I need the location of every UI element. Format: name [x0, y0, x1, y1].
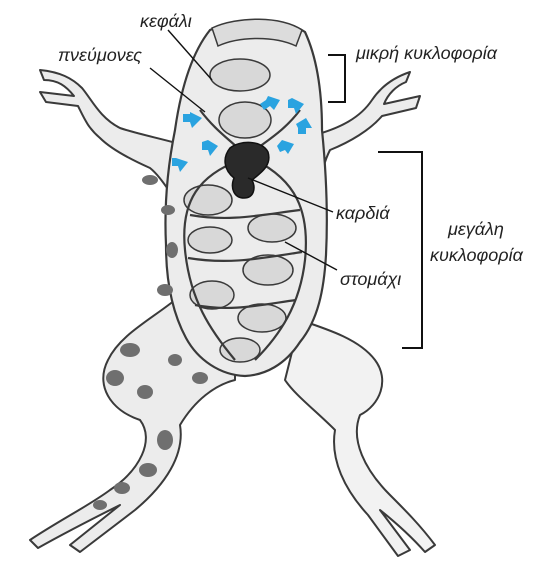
stomach-label: στομάχι — [340, 270, 401, 288]
small-circulation-bracket — [328, 55, 345, 102]
lungs-label: πνεύμονες — [58, 46, 142, 64]
small-circulation-label: μικρή κυκλοφορία — [356, 44, 497, 62]
large-circulation-label-line2: κυκλοφορία — [430, 246, 523, 264]
heart-label: καρδιά — [336, 204, 390, 222]
head-label: κεφάλι — [140, 12, 192, 30]
right-arm — [315, 72, 420, 180]
large-circulation-label-line1: μεγάλη — [448, 220, 504, 238]
right-leg — [285, 320, 435, 556]
large-circulation-bracket — [378, 152, 422, 348]
